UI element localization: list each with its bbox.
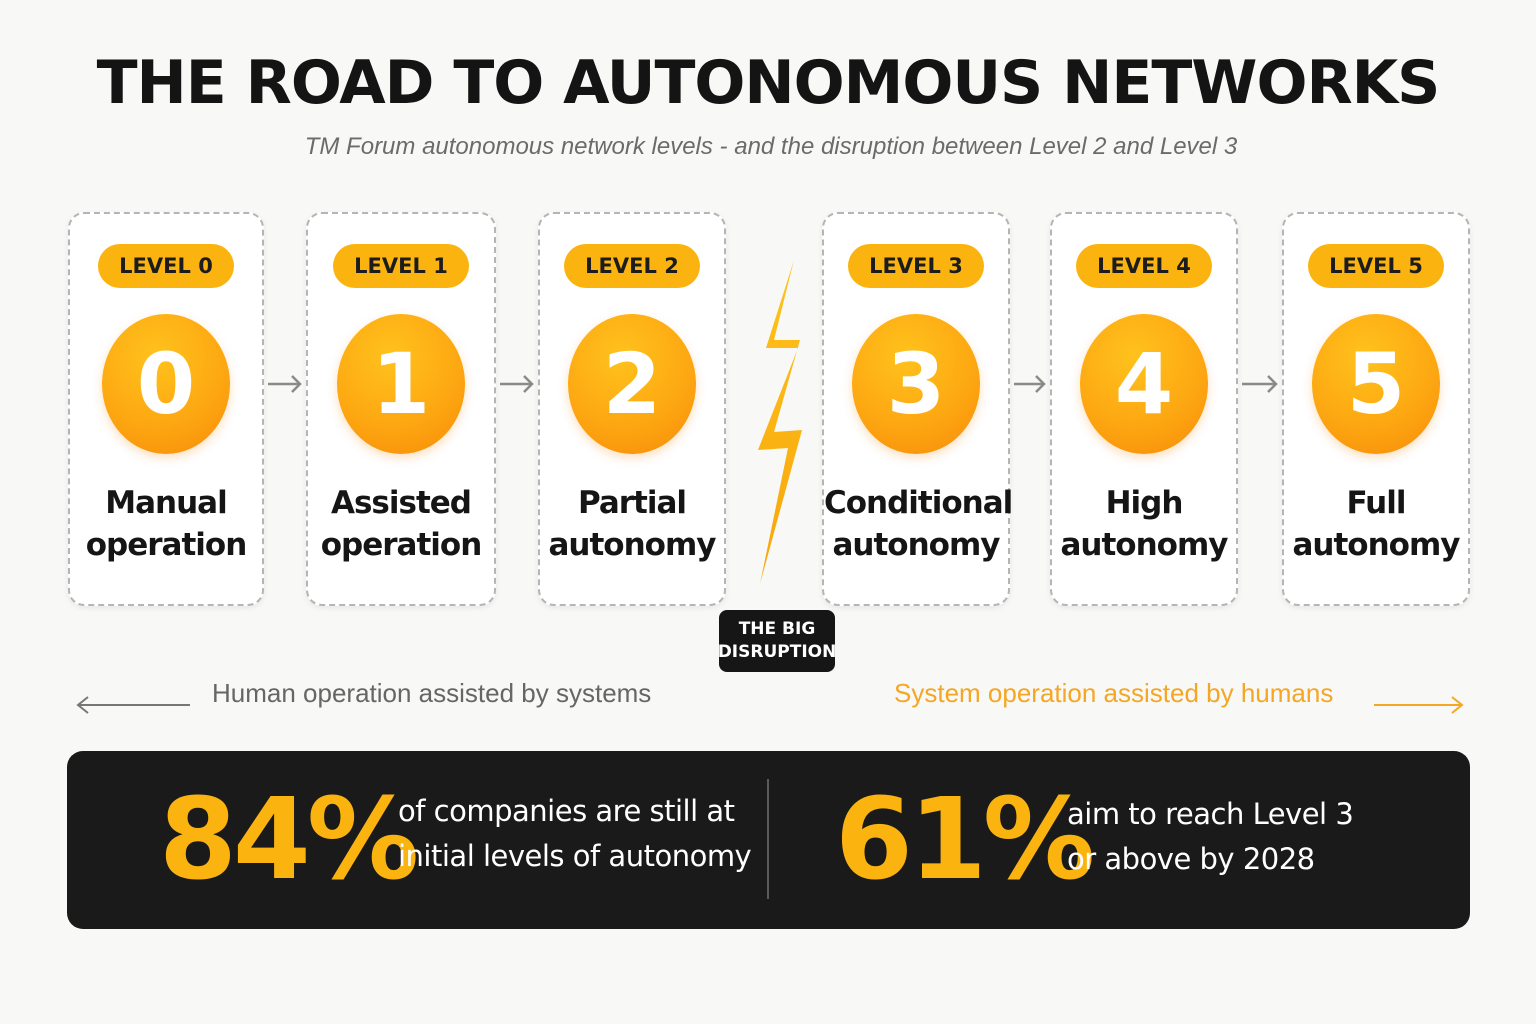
lightning-bolt-icon bbox=[758, 260, 802, 584]
level-label-line1: Full bbox=[1346, 485, 1407, 521]
level-label-line1: High bbox=[1105, 485, 1184, 521]
level-card-2: LEVEL 2 2 Partial autonomy bbox=[538, 212, 726, 606]
stat-text-1: of companies are still at initial levels… bbox=[398, 789, 752, 879]
level-label-line2: autonomy bbox=[1292, 527, 1461, 563]
level-label: Full autonomy bbox=[1284, 482, 1468, 566]
level-number-circle: 5 bbox=[1312, 314, 1440, 454]
stat-value-2: 61% bbox=[835, 775, 1095, 905]
level-label-line2: autonomy bbox=[832, 527, 1001, 563]
disruption-label: THE BIG DISRUPTION bbox=[717, 610, 837, 672]
level-label-line2: operation bbox=[85, 527, 248, 563]
level-card-4: LEVEL 4 4 High autonomy bbox=[1050, 212, 1238, 606]
arrow-right-icon bbox=[500, 375, 534, 393]
level-badge: LEVEL 1 bbox=[333, 244, 469, 288]
page-subtitle: TM Forum autonomous network levels - and… bbox=[304, 133, 1238, 160]
level-label-line1: Manual bbox=[105, 485, 227, 521]
level-badge: LEVEL 0 bbox=[98, 244, 234, 288]
page-title: THE ROAD TO AUTONOMOUS NETWORKS bbox=[96, 48, 1441, 118]
level-number-circle: 1 bbox=[337, 314, 465, 454]
level-label: Manual operation bbox=[70, 482, 262, 566]
level-label-line2: autonomy bbox=[548, 527, 717, 563]
level-badge: LEVEL 5 bbox=[1308, 244, 1444, 288]
level-label-line1: Partial bbox=[577, 485, 687, 521]
level-label-line1: Assisted bbox=[330, 485, 472, 521]
level-badge: LEVEL 2 bbox=[564, 244, 700, 288]
disruption-line1: THE BIG bbox=[738, 619, 816, 639]
level-label-line2: autonomy bbox=[1060, 527, 1229, 563]
level-card-0: LEVEL 0 0 Manual operation bbox=[68, 212, 264, 606]
arrow-right-icon bbox=[1014, 375, 1046, 393]
level-number-circle: 3 bbox=[852, 314, 980, 454]
level-card-5: LEVEL 5 5 Full autonomy bbox=[1282, 212, 1470, 606]
arrow-right-icon bbox=[1242, 375, 1278, 393]
level-label-line1: Conditional bbox=[824, 485, 1013, 521]
level-card-1: LEVEL 1 1 Assisted operation bbox=[306, 212, 496, 606]
level-number-circle: 2 bbox=[568, 314, 696, 454]
stat-text-2: aim to reach Level 3 or above by 2028 bbox=[1067, 792, 1354, 882]
arrow-left-icon bbox=[76, 696, 190, 714]
stats-panel: 84% of companies are still at initial le… bbox=[67, 751, 1470, 929]
level-card-3: LEVEL 3 3 Conditional autonomy bbox=[822, 212, 1013, 606]
level-number-circle: 0 bbox=[102, 314, 230, 454]
level-badge: LEVEL 4 bbox=[1076, 244, 1212, 288]
stat-text-line1: of companies are still at bbox=[398, 794, 735, 828]
stat-value-1: 84% bbox=[159, 775, 419, 905]
level-badge: LEVEL 3 bbox=[848, 244, 984, 288]
level-label-line2: operation bbox=[320, 527, 483, 563]
axis-label-left: Human operation assisted by systems bbox=[212, 678, 652, 708]
arrow-right-icon bbox=[268, 375, 302, 393]
stat-text-line1: aim to reach Level 3 bbox=[1067, 797, 1354, 831]
stat-text-line2: initial levels of autonomy bbox=[398, 839, 752, 873]
level-number-circle: 4 bbox=[1080, 314, 1208, 454]
level-label: Partial autonomy bbox=[540, 482, 724, 566]
level-label: Assisted operation bbox=[308, 482, 494, 566]
stat-text-line2: or above by 2028 bbox=[1067, 842, 1315, 876]
stats-divider bbox=[767, 779, 769, 899]
arrow-right-icon bbox=[1374, 696, 1464, 714]
level-label: Conditional autonomy bbox=[824, 482, 1013, 566]
level-label: High autonomy bbox=[1052, 482, 1236, 566]
axis-label-right: System operation assisted by humans bbox=[894, 678, 1334, 708]
disruption-line2: DISRUPTION bbox=[717, 642, 837, 662]
